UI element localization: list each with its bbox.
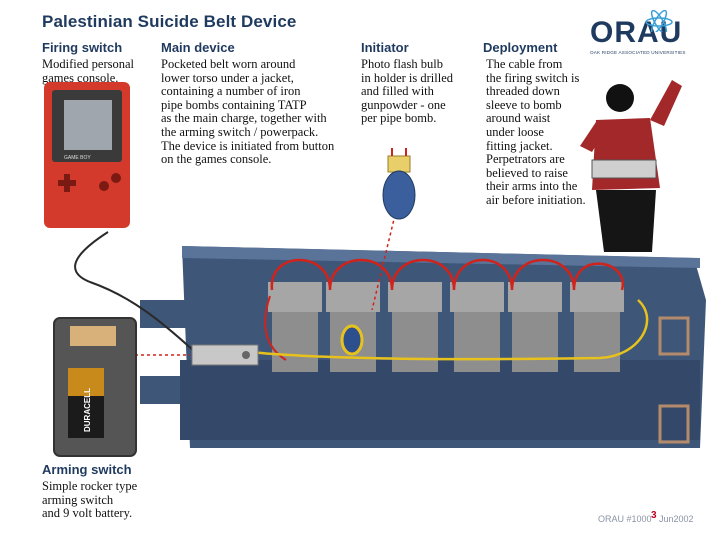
firing-switch-text: Modified personal games console.: [42, 57, 134, 85]
person-figure: [580, 80, 682, 252]
initiator-heading: Initiator: [361, 40, 409, 55]
arming-switch-text: Simple rocker type arming switch and 9 v…: [42, 479, 138, 521]
battery-label: DURACELL: [83, 388, 92, 432]
deployment-section: Deployment The cable from the firing swi…: [483, 40, 603, 208]
orau-logo: ORAU OAK RIDGE ASSOCIATED UNIVERSITIES: [590, 10, 708, 56]
console-label: GAME BOY: [64, 155, 91, 161]
footer-left: ORAU #1000: [598, 514, 652, 524]
deployment-heading: Deployment: [483, 40, 558, 55]
logo-text: ORAU: [590, 16, 683, 49]
pipe-bomb-1: [268, 282, 322, 372]
main-device-section: Main device Pocketed belt worn around lo…: [161, 40, 361, 167]
initiator-text: Photo flash bulb in holder is drilled an…: [361, 57, 453, 126]
deployment-text: The cable from the firing switch is thre…: [486, 57, 586, 207]
logo-subtitle: OAK RIDGE ASSOCIATED UNIVERSITIES: [590, 50, 686, 55]
page-title: Palestinian Suicide Belt Device: [42, 12, 297, 31]
page-number: 3: [651, 510, 657, 521]
main-device-text: Pocketed belt worn around lower torso un…: [161, 57, 335, 167]
battery-pack: DURACELL: [53, 317, 137, 457]
footer-right: Jun2002: [659, 514, 694, 524]
initiator-bulb: [382, 148, 416, 220]
wires: [74, 214, 649, 361]
games-console: GAME BOY: [44, 82, 130, 228]
initiator-section: Initiator Photo flash bulb in holder is …: [361, 40, 481, 126]
arming-switch-heading: Arming switch: [42, 462, 132, 477]
main-device-heading: Main device: [161, 40, 235, 55]
inset-initiator: [340, 324, 364, 356]
atom-icon: [645, 10, 673, 32]
firing-switch-heading: Firing switch: [42, 40, 123, 55]
firing-switch-section: Firing switch Modified personal games co…: [42, 40, 162, 85]
arming-switch-section: Arming switch Simple rocker type arming …: [42, 462, 202, 521]
arming-switch-box: [191, 344, 259, 366]
